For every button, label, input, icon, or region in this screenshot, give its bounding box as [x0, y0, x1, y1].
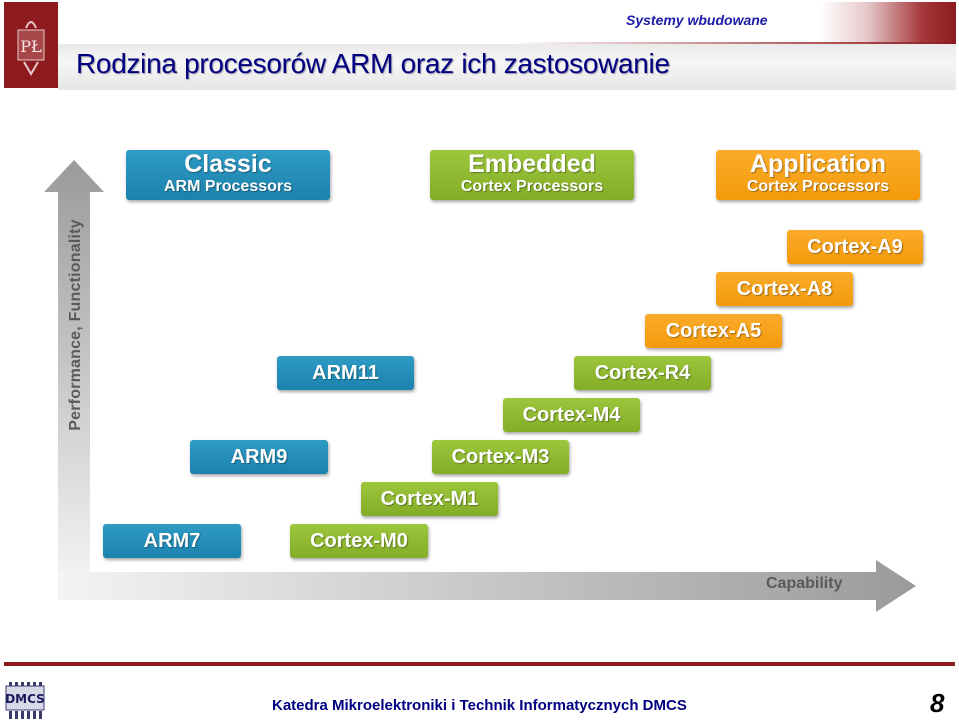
category-embedded-title: Embedded	[468, 150, 596, 178]
page-number: 8	[930, 688, 945, 718]
processor-cortex-m1: Cortex-M1	[361, 482, 498, 516]
processor-arm7: ARM7	[103, 524, 241, 558]
processor-arm9: ARM9	[190, 440, 328, 474]
category-classic-title: Classic	[184, 150, 272, 178]
y-axis-arrow	[44, 160, 104, 574]
processor-cortex-m0: Cortex-M0	[290, 524, 428, 558]
processor-arm11: ARM11	[277, 356, 414, 390]
category-application-subtitle: Cortex Processors	[746, 178, 890, 195]
course-subject: Systemy wbudowane	[626, 12, 768, 28]
processor-cortex-m3: Cortex-M3	[432, 440, 569, 474]
processor-cortex-r4: Cortex-R4	[574, 356, 711, 390]
header-corner-decoration	[820, 2, 956, 44]
processor-cortex-m4: Cortex-M4	[503, 398, 640, 432]
dmcs-logo-text: DMCS	[5, 692, 45, 706]
processor-cortex-a9: Cortex-A9	[787, 230, 923, 264]
y-axis-label: Performance, Functionality	[67, 219, 84, 431]
x-axis-label: Capability	[766, 575, 843, 592]
university-logo: PŁ	[4, 2, 58, 88]
title-bar	[58, 44, 956, 90]
x-axis-arrow	[58, 560, 916, 612]
footer-department: Katedra Mikroelektroniki i Technik Infor…	[272, 697, 687, 714]
footer-divider	[4, 662, 955, 666]
category-embedded: Embedded Cortex Processors	[430, 150, 634, 200]
slide-title: Rodzina procesorów ARM oraz ich zastosow…	[76, 48, 670, 79]
dmcs-logo: DMCS	[2, 682, 48, 722]
header: PŁ Systemy wbudowane Rodzina procesorów …	[0, 0, 959, 92]
processor-cortex-a8: Cortex-A8	[716, 272, 853, 306]
category-classic-subtitle: ARM Processors	[163, 178, 293, 195]
header-divider	[510, 42, 956, 44]
category-application: Application Cortex Processors	[716, 150, 920, 200]
category-embedded-subtitle: Cortex Processors	[460, 178, 604, 195]
category-application-title: Application	[749, 150, 887, 178]
logo-text: PŁ	[20, 37, 42, 56]
category-classic: Classic ARM Processors	[126, 150, 330, 200]
processor-cortex-a5: Cortex-A5	[645, 314, 782, 348]
